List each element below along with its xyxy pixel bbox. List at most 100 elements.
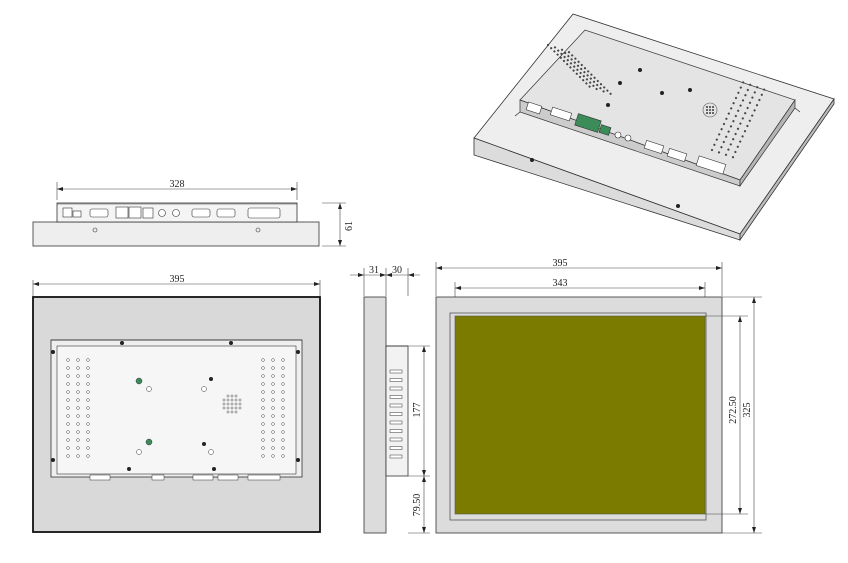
vent-hole	[261, 446, 265, 450]
vent-hole	[732, 138, 735, 141]
dim-rear-width: 395	[170, 274, 185, 285]
dim-front-width: 395	[553, 258, 568, 269]
vent-hole	[588, 85, 591, 88]
vent-hole	[599, 83, 603, 86]
vent-hole	[281, 438, 285, 442]
rear-bottom-connectors	[89, 474, 281, 481]
vent-hole	[271, 366, 275, 370]
vent-hole	[86, 374, 90, 378]
speaker-hole	[222, 402, 226, 406]
vent-hole	[76, 366, 80, 370]
vent-hole	[86, 358, 90, 362]
vent-hole	[586, 74, 589, 77]
side-port	[389, 454, 403, 459]
vent-hole	[730, 107, 733, 110]
vent-hole	[577, 60, 580, 63]
vent-hole	[66, 390, 70, 394]
vent-hole	[748, 101, 752, 104]
vent-hole	[560, 52, 563, 55]
vent-hole	[572, 69, 575, 72]
rear-view: 395	[32, 274, 321, 533]
dim-profile-depth-b: 30	[392, 265, 402, 276]
vent-hole	[66, 454, 70, 458]
vent-hole	[261, 366, 265, 370]
vent-hole	[756, 86, 759, 89]
vent-hole	[261, 390, 265, 394]
vent-hole	[559, 56, 562, 59]
vent-hole	[271, 430, 275, 434]
vent-hole	[261, 430, 265, 434]
vent-hole	[725, 135, 728, 138]
iso-io-ports	[525, 101, 727, 175]
speaker-hole	[226, 410, 230, 414]
vent-hole	[713, 143, 716, 146]
vent-hole	[66, 398, 70, 402]
vent-hole	[261, 358, 265, 362]
speaker-hole	[238, 406, 242, 410]
vent-hole	[66, 406, 70, 410]
speaker-hole	[705, 108, 709, 112]
vent-hole	[746, 106, 749, 110]
vent-hole	[596, 79, 599, 83]
vent-hole	[744, 112, 747, 115]
vent-hole	[271, 382, 275, 386]
vent-hole	[261, 454, 265, 458]
speaker-hole	[222, 398, 226, 402]
vent-hole	[66, 382, 70, 386]
vent-hole	[76, 398, 80, 402]
side-port	[389, 429, 403, 433]
vent-hole	[720, 146, 723, 149]
side-port	[389, 437, 403, 442]
vent-hole	[742, 81, 745, 84]
vent-hole	[715, 138, 718, 141]
vent-hole	[583, 67, 587, 70]
vent-hole	[744, 94, 747, 97]
vent-hole	[751, 96, 754, 99]
vent-hole	[582, 79, 585, 82]
vent-hole	[86, 454, 90, 458]
speaker-hole	[705, 105, 709, 109]
speaker-hole	[230, 410, 234, 414]
vent-hole	[736, 127, 740, 130]
vent-hole	[736, 145, 739, 148]
speaker-hole	[226, 406, 230, 410]
vent-hole	[739, 86, 742, 89]
vent-hole	[593, 76, 596, 79]
vent-hole	[271, 422, 275, 426]
speaker-hole	[238, 402, 242, 406]
vent-hole	[717, 151, 721, 154]
vent-hole	[76, 422, 80, 426]
speaker-hole	[708, 108, 712, 112]
vent-hole	[86, 430, 90, 434]
vent-hole	[562, 59, 566, 63]
vent-hole	[734, 114, 737, 118]
side-port	[389, 412, 403, 416]
vent-hole	[261, 382, 265, 386]
profile-view: 31 30 177 79.50	[350, 265, 430, 534]
vent-hole	[579, 71, 582, 75]
speaker-hole	[230, 406, 234, 410]
vent-hole	[271, 358, 275, 362]
vent-hole	[570, 58, 573, 61]
vent-hole	[575, 72, 578, 75]
vent-hole	[751, 114, 754, 117]
vent-hole	[76, 406, 80, 410]
vent-hole	[546, 43, 550, 47]
vent-hole	[66, 366, 70, 370]
side-port	[389, 420, 403, 425]
vent-hole	[722, 122, 726, 126]
vent-hole	[573, 65, 576, 68]
vent-hole	[741, 117, 744, 120]
speaker-hole	[711, 108, 715, 112]
vent-hole	[710, 148, 714, 152]
speaker-hole	[234, 394, 238, 398]
vent-hole	[557, 49, 560, 52]
vent-hole	[602, 90, 605, 93]
vent-hole	[261, 406, 265, 410]
vent-hole	[724, 153, 728, 156]
vent-hole	[271, 398, 275, 402]
vent-hole	[271, 454, 275, 458]
vent-hole	[739, 104, 742, 107]
vent-hole	[737, 109, 740, 112]
